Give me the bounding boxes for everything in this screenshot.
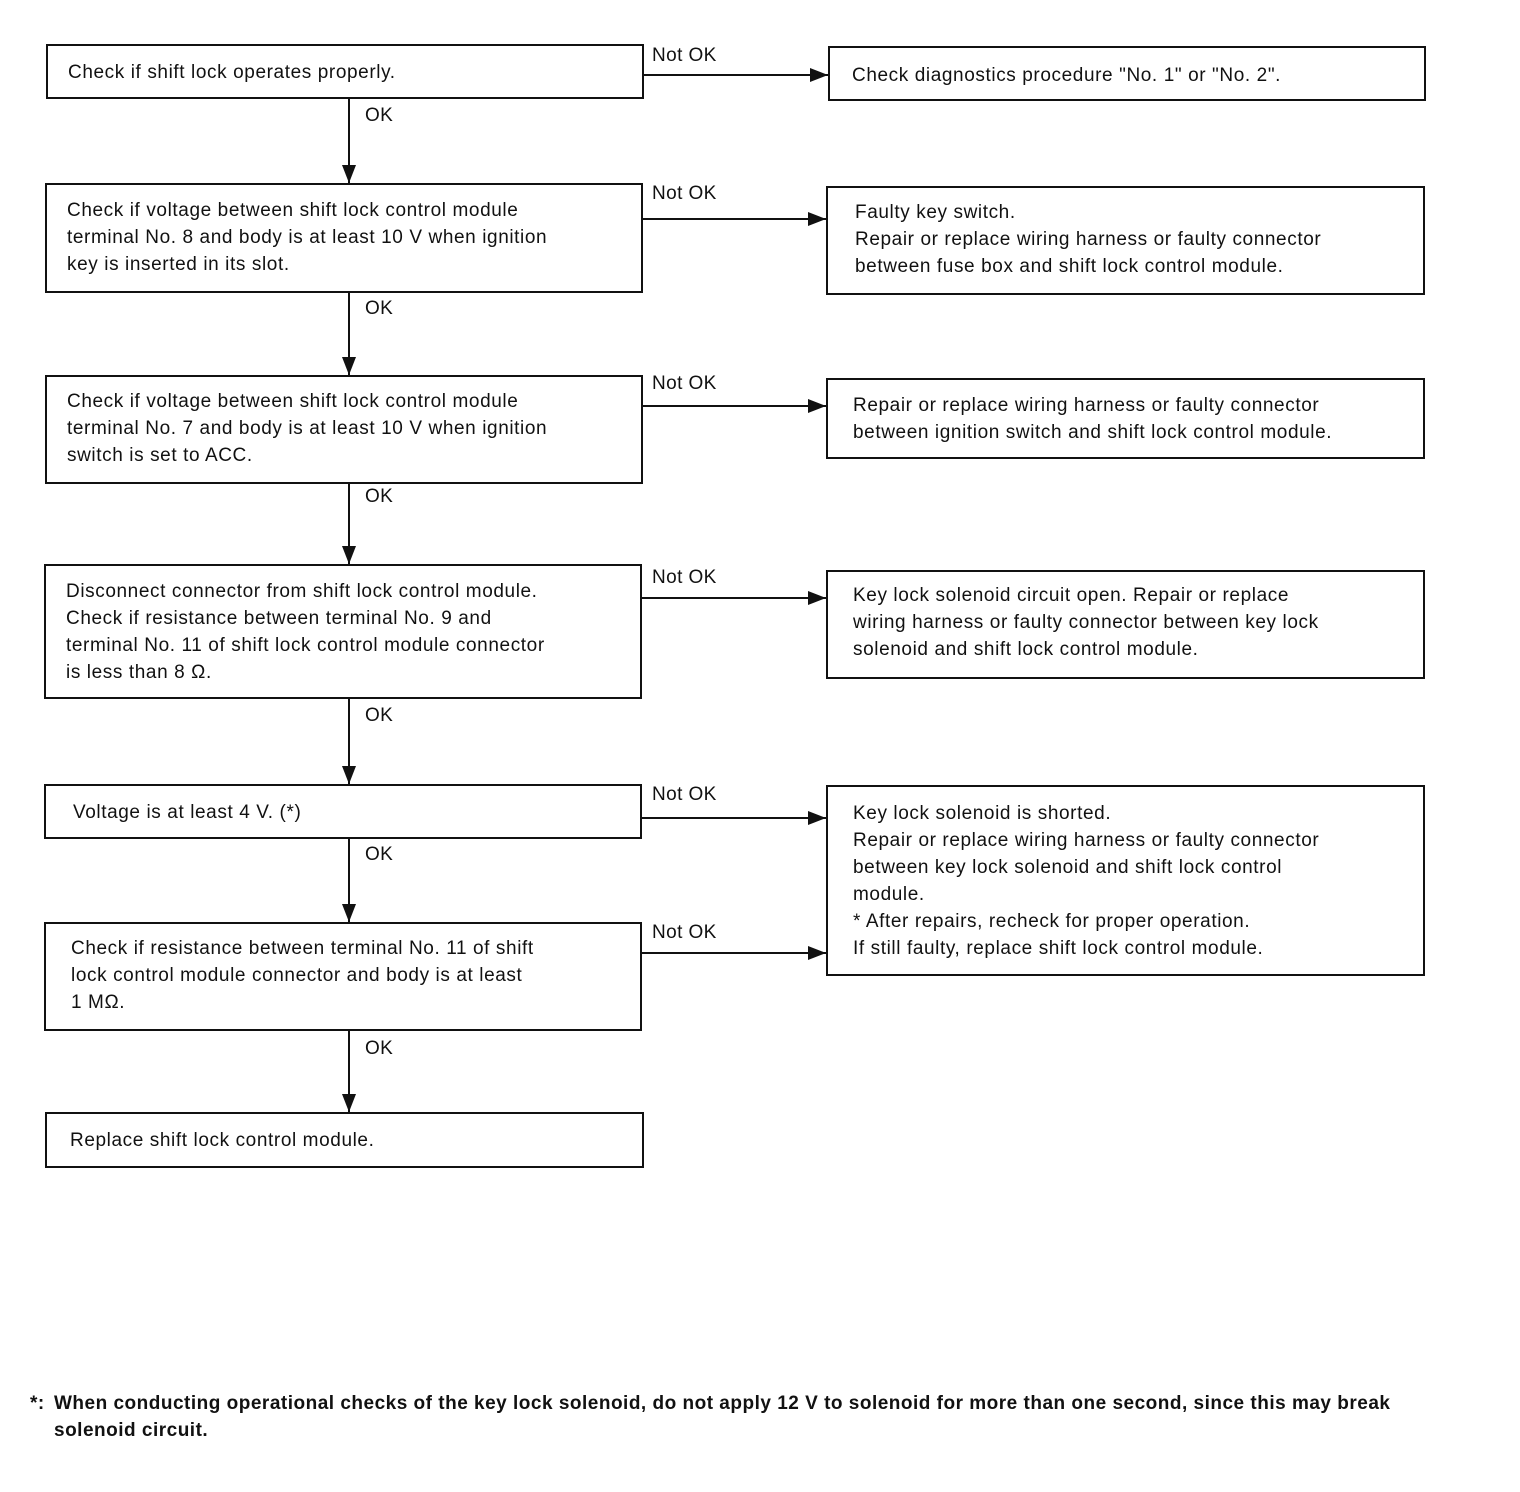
footnote-mark: *: bbox=[30, 1393, 45, 1414]
not-ok-label-1: Not OK bbox=[652, 45, 717, 66]
ok-label-6: OK bbox=[365, 1038, 394, 1059]
footnote-text: When conducting operational checks of th… bbox=[54, 1393, 1391, 1441]
result-5-line-5: * After repairs, recheck for proper oper… bbox=[853, 911, 1251, 932]
result-2-line-2: Repair or replace wiring harness or faul… bbox=[855, 229, 1322, 250]
step-4-line-1: Disconnect connector from shift lock con… bbox=[66, 581, 538, 602]
ok-label-3: OK bbox=[365, 486, 394, 507]
not-ok-label-6: Not OK bbox=[652, 922, 717, 943]
step-box-7: Replace shift lock control module. bbox=[45, 1112, 644, 1168]
step-2-line-2: terminal No. 8 and body is at least 10 V… bbox=[67, 227, 548, 248]
result-5-line-3: between key lock solenoid and shift lock… bbox=[853, 857, 1283, 878]
step-2-line-3: key is inserted in its slot. bbox=[67, 254, 290, 275]
ok-label-5: OK bbox=[365, 844, 394, 865]
result-2-line-3: between fuse box and shift lock control … bbox=[855, 256, 1284, 277]
result-3-line-1: Repair or replace wiring harness or faul… bbox=[853, 395, 1320, 416]
step-box-6: Check if resistance between terminal No.… bbox=[44, 922, 642, 1031]
result-1-line-1: Check diagnostics procedure "No. 1" or "… bbox=[852, 65, 1282, 86]
result-3-line-2: between ignition switch and shift lock c… bbox=[853, 422, 1333, 443]
step-4-line-4: is less than 8 Ω. bbox=[66, 662, 212, 683]
result-2-line-1: Faulty key switch. bbox=[855, 202, 1016, 223]
step-6-line-2: lock control module connector and body i… bbox=[71, 965, 523, 986]
result-4-line-1: Key lock solenoid circuit open. Repair o… bbox=[853, 585, 1289, 606]
footnote: *: When conducting operational checks of… bbox=[30, 1390, 1470, 1444]
result-5-line-4: module. bbox=[853, 884, 925, 905]
result-5-line-1: Key lock solenoid is shorted. bbox=[853, 803, 1112, 824]
ok-label-2: OK bbox=[365, 298, 394, 319]
ok-label-1: OK bbox=[365, 105, 394, 126]
step-3-line-1: Check if voltage between shift lock cont… bbox=[67, 391, 519, 412]
step-box-5: Voltage is at least 4 V. (*) bbox=[44, 784, 642, 839]
step-box-4: Disconnect connector from shift lock con… bbox=[44, 564, 642, 699]
step-7-line-1: Replace shift lock control module. bbox=[70, 1130, 375, 1151]
step-5-line-1: Voltage is at least 4 V. (*) bbox=[73, 802, 302, 823]
result-box-1: Check diagnostics procedure "No. 1" or "… bbox=[828, 46, 1426, 101]
not-ok-label-4: Not OK bbox=[652, 567, 717, 588]
step-4-line-3: terminal No. 11 of shift lock control mo… bbox=[66, 635, 545, 656]
step-3-line-2: terminal No. 7 and body is at least 10 V… bbox=[67, 418, 548, 439]
not-ok-label-5: Not OK bbox=[652, 784, 717, 805]
ok-label-4: OK bbox=[365, 705, 394, 726]
result-box-5: Key lock solenoid is shorted. Repair or … bbox=[826, 785, 1425, 976]
step-4-line-2: Check if resistance between terminal No.… bbox=[66, 608, 492, 629]
step-box-2: Check if voltage between shift lock cont… bbox=[45, 183, 643, 293]
result-4-line-3: solenoid and shift lock control module. bbox=[853, 639, 1199, 660]
step-box-1: Check if shift lock operates properly. bbox=[46, 44, 644, 99]
not-ok-label-2: Not OK bbox=[652, 183, 717, 204]
result-box-3: Repair or replace wiring harness or faul… bbox=[826, 378, 1425, 459]
result-5-line-2: Repair or replace wiring harness or faul… bbox=[853, 830, 1320, 851]
result-box-4: Key lock solenoid circuit open. Repair o… bbox=[826, 570, 1425, 679]
step-6-line-1: Check if resistance between terminal No.… bbox=[71, 938, 534, 959]
result-5-line-6: If still faulty, replace shift lock cont… bbox=[853, 938, 1264, 959]
step-box-3: Check if voltage between shift lock cont… bbox=[45, 375, 643, 484]
step-2-line-1: Check if voltage between shift lock cont… bbox=[67, 200, 519, 221]
step-6-line-3: 1 MΩ. bbox=[71, 992, 126, 1013]
step-3-line-3: switch is set to ACC. bbox=[67, 445, 253, 466]
not-ok-label-3: Not OK bbox=[652, 373, 717, 394]
result-4-line-2: wiring harness or faulty connector betwe… bbox=[853, 612, 1319, 633]
result-box-2: Faulty key switch. Repair or replace wir… bbox=[826, 186, 1425, 295]
step-1-line-1: Check if shift lock operates properly. bbox=[68, 62, 396, 83]
